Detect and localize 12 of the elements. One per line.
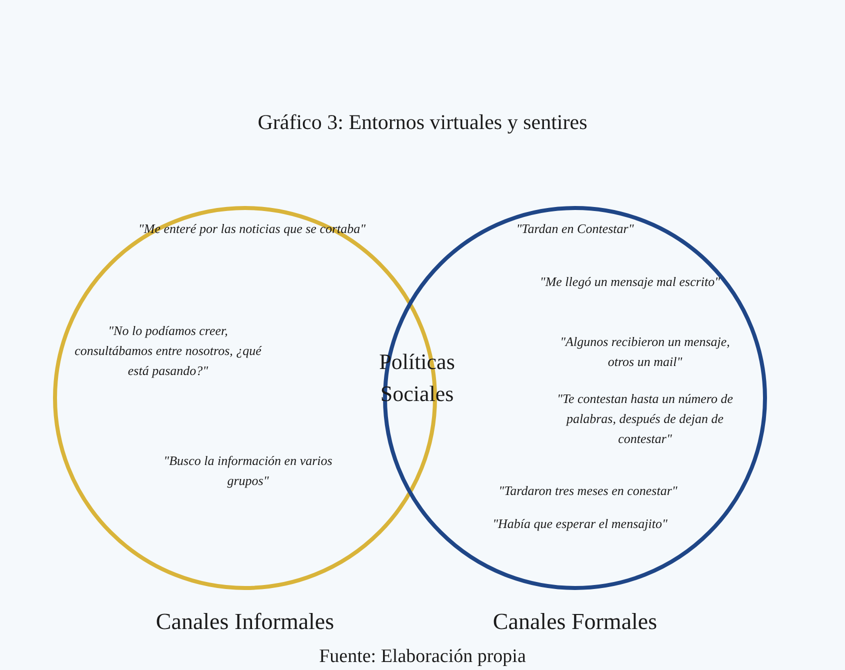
source-caption: Fuente: Elaboración propia bbox=[318, 646, 527, 668]
quote-text: "No lo podíamos creer, consultábamos entre nosotros, ¿qué está pasando?" bbox=[74, 322, 263, 380]
quote-text: "Tardaron tres meses en conestar" bbox=[498, 482, 678, 500]
chart-title: Gráfico 3: Entornos virtuales y sentires bbox=[256, 110, 588, 135]
quote-text: "Me llegó un mensaje mal escrito" bbox=[538, 272, 722, 291]
quote-text: "Algunos recibieron un mensaje, otros un mail" bbox=[559, 332, 731, 371]
quote-text: "Te contestan hasta un número de palabras, después de dejan de contestar" bbox=[556, 390, 734, 448]
circle-heading: Canales Formales bbox=[492, 609, 658, 635]
quote-text: "Había que esperar el mensajito" bbox=[492, 514, 668, 533]
quote-text: "Tardan en Contestar" bbox=[515, 220, 635, 238]
circle-heading: Canales Informales bbox=[154, 609, 336, 635]
quote-text: "Busco la información en varios grupos" bbox=[163, 452, 333, 490]
